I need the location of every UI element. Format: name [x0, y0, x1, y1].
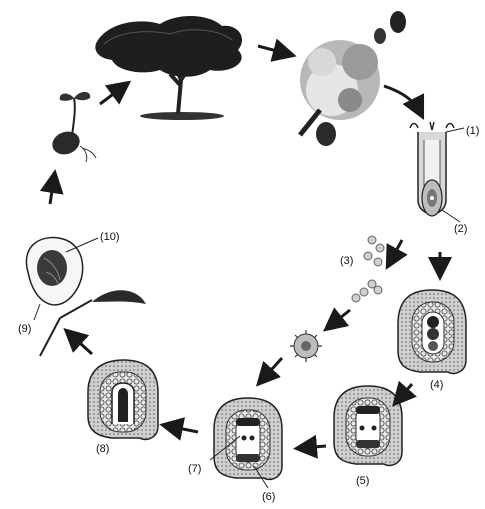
label-1: (1)	[466, 125, 479, 137]
ovule-stage-4	[397, 289, 467, 375]
label-5: (5)	[356, 475, 369, 487]
leader-lines	[33, 127, 465, 489]
spiky-pollen	[290, 330, 322, 362]
label-3: (3)	[340, 255, 353, 267]
label-7: (7)	[188, 463, 201, 475]
ovule-stage-1-2	[409, 121, 455, 217]
flower-illustration	[298, 11, 406, 146]
diagram-labels: (1) (2) (3) (4) (5) (6) (7) (8) (9) (10)	[18, 125, 479, 503]
ovule-stage-8	[87, 359, 159, 441]
tree-illustration	[95, 15, 243, 120]
label-2: (2)	[454, 223, 467, 235]
pollen-grains	[351, 235, 385, 303]
cycle-arrows	[39, 38, 452, 459]
seedling-illustration	[52, 91, 97, 163]
label-8: (8)	[96, 443, 109, 455]
label-9: (9)	[18, 323, 31, 335]
label-4: (4)	[430, 379, 443, 391]
label-10: (10)	[100, 231, 120, 243]
fruit-illustration	[25, 236, 146, 357]
ovule-stage-5	[333, 385, 403, 467]
ovule-stage-6-7	[213, 397, 283, 481]
label-6: (6)	[262, 491, 275, 503]
